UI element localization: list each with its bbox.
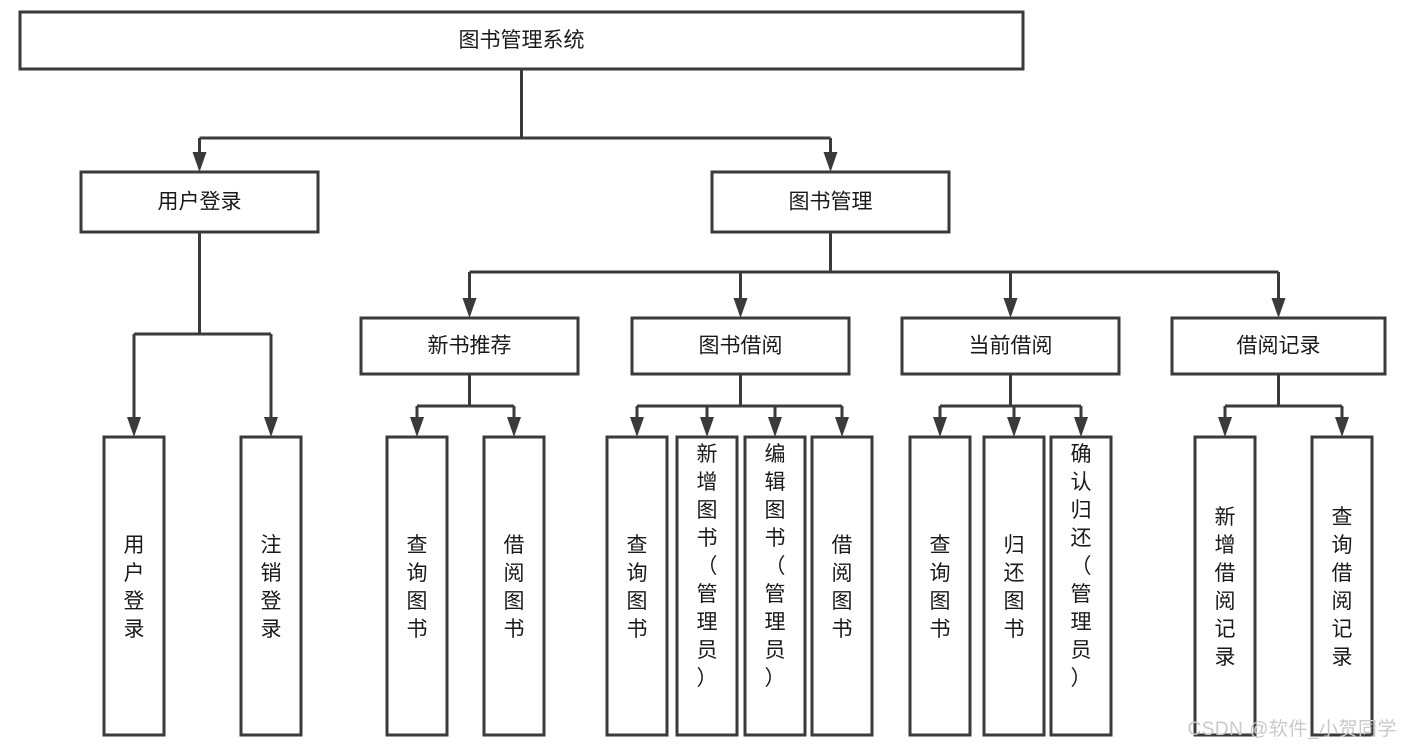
arrow-head-icon: [835, 417, 849, 437]
arrow-head-icon: [1271, 298, 1286, 318]
node-box: [102, 435, 166, 737]
node-label: 借阅记录: [1237, 335, 1321, 358]
node-box: [900, 316, 1121, 376]
node-box: [1049, 435, 1113, 737]
node-box: [982, 435, 1046, 737]
connector-layer: [127, 69, 1349, 437]
node-label: 借阅图书: [504, 534, 525, 641]
node-label: 查询图书: [407, 534, 428, 641]
node-layer: 图书管理系统用户登录图书管理新书推荐图书借阅当前借阅借阅记录用户登录注销登录查询…: [18, 10, 1387, 737]
node-label: 新书推荐: [428, 335, 512, 358]
node-label: 注销登录: [261, 534, 282, 641]
node-label: 归还图书: [1004, 534, 1025, 641]
node-leaf-2[interactable]: 查询图书: [385, 435, 449, 737]
node-root-system[interactable]: 图书管理系统: [18, 10, 1025, 71]
node-leaf-4[interactable]: 查询图书: [605, 435, 669, 737]
arrow-head-icon: [823, 152, 838, 172]
node-leaf-8[interactable]: 查询图书: [908, 435, 972, 737]
arrow-head-icon: [127, 417, 141, 437]
arrow-head-icon: [1335, 417, 1349, 437]
node-label: 用户登录: [158, 191, 242, 214]
arrow-head-icon: [630, 417, 644, 437]
node-label: 查询图书: [627, 534, 648, 641]
arrow-head-icon: [1003, 298, 1018, 318]
node-label: 图书借阅: [699, 335, 783, 358]
node-leaf-11[interactable]: 新增借阅记录: [1193, 435, 1257, 737]
csdn-watermark: CSDN @软件_小贺同学: [1187, 719, 1397, 740]
node-box: [1170, 316, 1387, 376]
node-label: 确认归还（管理员）: [1071, 443, 1092, 690]
node-label: 当前借阅: [969, 335, 1053, 358]
node-book-management[interactable]: 图书管理: [710, 170, 951, 234]
arrow-head-icon: [192, 152, 207, 172]
node-label: 用户登录: [124, 534, 145, 641]
node-level2-0[interactable]: 新书推荐: [359, 316, 580, 376]
arrow-head-icon: [1074, 417, 1088, 437]
arrow-head-icon: [933, 417, 947, 437]
node-label: 编辑图书（管理员）: [765, 443, 786, 690]
node-label: 查询图书: [930, 534, 951, 641]
node-user-login[interactable]: 用户登录: [79, 170, 320, 234]
node-label: 借阅图书: [832, 534, 853, 641]
node-box: [18, 10, 1025, 71]
node-leaf-0[interactable]: 用户登录: [102, 435, 166, 737]
node-box: [675, 435, 739, 737]
node-box: [1310, 435, 1374, 737]
node-box: [1193, 435, 1257, 737]
node-leaf-6[interactable]: 编辑图书（管理员）: [743, 435, 807, 737]
arrow-head-icon: [768, 417, 782, 437]
node-box: [385, 435, 449, 737]
node-box: [810, 435, 874, 737]
node-leaf-10[interactable]: 确认归还（管理员）: [1049, 435, 1113, 737]
node-leaf-5[interactable]: 新增图书（管理员）: [675, 435, 739, 737]
node-leaf-7[interactable]: 借阅图书: [810, 435, 874, 737]
arrow-head-icon: [1007, 417, 1021, 437]
node-label: 查询借阅记录: [1332, 506, 1353, 669]
node-label: 新增借阅记录: [1215, 506, 1236, 669]
node-level2-3[interactable]: 借阅记录: [1170, 316, 1387, 376]
node-box: [630, 316, 851, 376]
arrow-head-icon: [1218, 417, 1232, 437]
node-box: [743, 435, 807, 737]
node-leaf-9[interactable]: 归还图书: [982, 435, 1046, 737]
arrow-head-icon: [507, 417, 521, 437]
node-level2-1[interactable]: 图书借阅: [630, 316, 851, 376]
arrow-head-icon: [700, 417, 714, 437]
node-leaf-3[interactable]: 借阅图书: [482, 435, 546, 737]
arrow-head-icon: [462, 298, 477, 318]
arrow-head-icon: [410, 417, 424, 437]
node-box: [908, 435, 972, 737]
node-label: 图书管理: [789, 191, 873, 214]
node-box: [239, 435, 303, 737]
node-box: [482, 435, 546, 737]
node-leaf-1[interactable]: 注销登录: [239, 435, 303, 737]
node-label: 新增图书（管理员）: [697, 443, 718, 690]
node-box: [79, 170, 320, 234]
arrow-head-icon: [264, 417, 278, 437]
node-box: [605, 435, 669, 737]
arrow-head-icon: [733, 298, 748, 318]
node-leaf-12[interactable]: 查询借阅记录: [1310, 435, 1374, 737]
node-level2-2[interactable]: 当前借阅: [900, 316, 1121, 376]
node-box: [359, 316, 580, 376]
node-label: 图书管理系统: [459, 29, 585, 52]
node-box: [710, 170, 951, 234]
